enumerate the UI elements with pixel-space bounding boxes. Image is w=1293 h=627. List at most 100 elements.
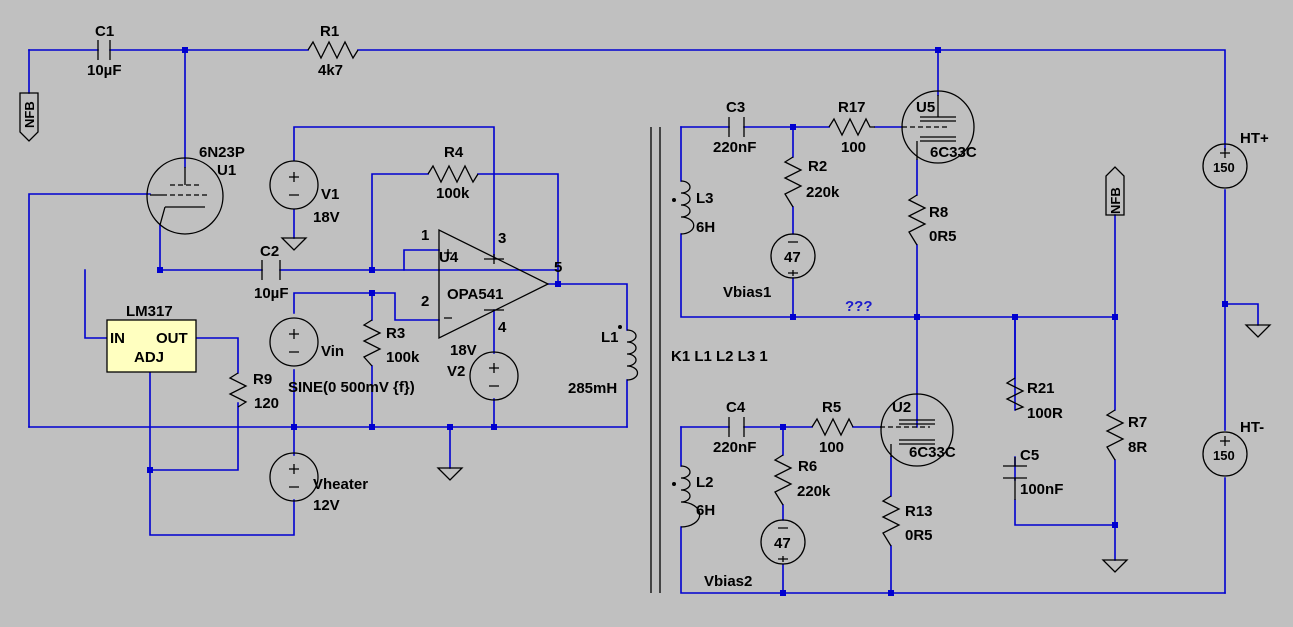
label-r17: R17	[838, 99, 866, 116]
label-c2: C2	[260, 243, 279, 260]
resistor-r5	[811, 417, 854, 437]
label-htminus: HT-	[1240, 419, 1264, 436]
label-lm317: LM317	[126, 303, 173, 320]
capacitor-c2	[261, 260, 281, 280]
label-c5: C5	[1020, 447, 1039, 464]
label-u2-type: 6C33C	[909, 444, 956, 461]
resistor-r21	[1005, 377, 1025, 411]
triode-u5	[901, 90, 975, 164]
voltage-source-v1	[269, 160, 319, 210]
label-r2: R2	[808, 158, 827, 175]
label-coupling: K1 L1 L2 L3 1	[671, 348, 768, 365]
label-r1-value: 4k7	[318, 62, 343, 79]
label-r17-value: 100	[841, 139, 866, 156]
junctions	[147, 47, 1228, 596]
label-u5-type: 6C33C	[930, 144, 977, 161]
capacitor-c3	[728, 117, 745, 137]
resistor-r1	[307, 40, 359, 60]
capacitor-c1	[97, 40, 111, 60]
ground-r7	[1101, 559, 1129, 573]
label-r2-value: 220k	[806, 184, 840, 201]
label-r9: R9	[253, 371, 272, 388]
label-l3-value: 6H	[696, 219, 715, 236]
label-u1-type: 6N23P	[199, 144, 245, 161]
voltage-source-vbias2	[760, 519, 806, 565]
label-htplus: HT+	[1240, 130, 1269, 147]
voltage-source-vin	[269, 317, 319, 367]
label-l1: L1	[601, 329, 619, 346]
capacitor-c4	[728, 417, 745, 437]
label-r6-value: 220k	[797, 483, 831, 500]
nfb-flag-left	[19, 92, 39, 142]
label-r21-value: 100R	[1027, 405, 1063, 422]
ground-main	[436, 467, 464, 481]
label-htminus-value: 150	[1213, 448, 1235, 463]
label-c3-value: 220nF	[713, 139, 756, 156]
voltage-source-vbias1	[770, 233, 816, 279]
label-vbias1: Vbias1	[723, 284, 771, 301]
label-r21: R21	[1027, 380, 1055, 397]
label-r8-value: 0R5	[929, 228, 957, 245]
resistor-r13	[881, 495, 901, 547]
label-l2-value: 6H	[696, 502, 715, 519]
label-r3-value: 100k	[386, 349, 420, 366]
label-vbias2: Vbias2	[704, 573, 752, 590]
label-r3: R3	[386, 325, 405, 342]
label-opa541: OPA541	[447, 286, 503, 303]
label-c4: C4	[726, 399, 746, 416]
ground-ht	[1244, 324, 1272, 338]
label-l1-value: 285mH	[568, 380, 617, 397]
resistor-r3	[362, 319, 382, 367]
label-vin: Vin	[321, 343, 344, 360]
label-question: ???	[845, 298, 873, 315]
label-lm317-out: OUT	[156, 330, 188, 347]
label-r13: R13	[905, 503, 933, 520]
label-r7: R7	[1128, 414, 1147, 431]
label-r9-value: 120	[254, 395, 279, 412]
inductor-l2	[672, 465, 701, 528]
labels: C1 10µF R1 4k7 NFB 6N23P U1 V1 18V R4 10…	[22, 23, 1269, 590]
voltage-source-v2	[469, 351, 519, 401]
triode-u2	[880, 393, 954, 467]
label-u2: U2	[892, 399, 911, 416]
voltage-source-htminus	[1202, 431, 1248, 477]
label-pin1: 1	[421, 227, 429, 244]
label-vheater-value: 12V	[313, 497, 340, 514]
transformer-core	[650, 127, 661, 593]
label-c4-value: 220nF	[713, 439, 756, 456]
label-pin5: 5	[554, 259, 562, 276]
label-u1: U1	[217, 162, 236, 179]
label-v1-value: 18V	[313, 209, 340, 226]
resistor-r2	[783, 156, 803, 208]
ground-v1	[280, 237, 308, 251]
resistor-r9	[228, 372, 248, 408]
voltage-source-vheater	[269, 452, 319, 502]
label-r13-value: 0R5	[905, 527, 933, 544]
label-r6: R6	[798, 458, 817, 475]
label-v1: V1	[321, 186, 339, 203]
label-v2: V2	[447, 363, 465, 380]
label-u4: U4	[439, 249, 459, 266]
label-c1: C1	[95, 23, 114, 40]
resistor-r7	[1105, 409, 1125, 461]
label-r8: R8	[929, 204, 948, 221]
label-vbias1-value: 47	[784, 249, 801, 266]
voltage-source-htplus	[1202, 143, 1248, 189]
regulator-lm317	[106, 319, 197, 373]
label-r5-value: 100	[819, 439, 844, 456]
label-v2-value: 18V	[450, 342, 477, 359]
label-c3: C3	[726, 99, 745, 116]
triode-u1	[146, 157, 224, 235]
label-htplus-value: 150	[1213, 160, 1235, 175]
label-c5-value: 100nF	[1020, 481, 1063, 498]
resistor-r8	[907, 194, 927, 246]
inductor-l1	[618, 325, 639, 381]
label-pin3: 3	[498, 230, 506, 247]
label-pin4: 4	[498, 319, 507, 336]
nfb-flag-right	[1105, 166, 1125, 216]
label-l3: L3	[696, 190, 714, 207]
resistor-r17	[828, 117, 875, 137]
opamp-u4	[438, 228, 550, 340]
